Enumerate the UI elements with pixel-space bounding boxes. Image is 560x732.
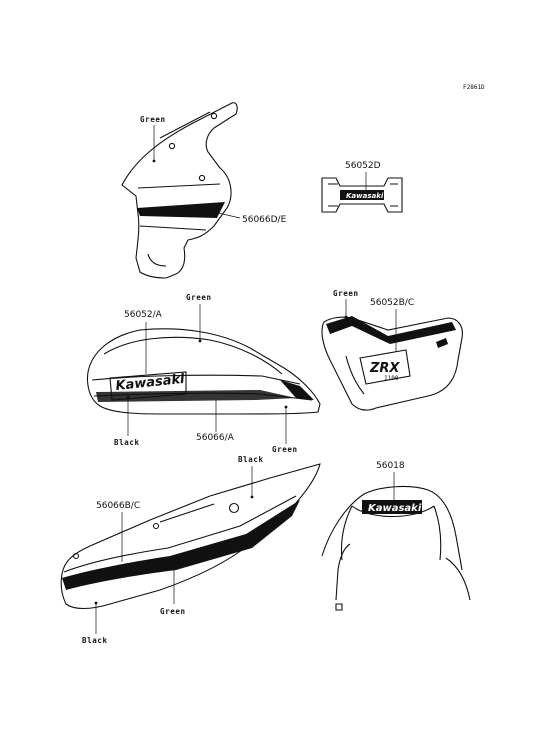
cowl-side-panel [121,102,238,279]
rear-tail: Kawasaki [321,486,471,611]
tank-stripe-part-number: 56066/A [196,433,235,443]
tank-top-color-label: Green [186,293,212,302]
cowl-part-number: 56066D/E [242,215,287,225]
side-cover-color-label: Green [333,289,359,298]
seat-cowl-bottom-color-label: Green [160,607,186,616]
seat-cowl-top-color-label: Black [238,455,264,464]
figure-code: F2861D [463,84,485,91]
top-emblem-text: Kawasaki [346,192,384,200]
seat-cowl-left-color-label: Black [82,636,108,645]
side-cover: ZRX 1100 [321,316,463,411]
cowl-color-label: Green [140,115,166,124]
cowl-black-stripe [137,202,225,218]
rear-emblem-text: Kawasaki [368,503,422,514]
side-cover-model-text: ZRX [369,361,400,376]
top-emblem-part-number: 56052D [345,161,381,171]
tank-right-color-label: Green [272,445,298,454]
tank-emblem-part-number: 56052/A [124,310,163,320]
seat-cowl [60,463,321,610]
rear-emblem-part-number: 56018 [376,461,405,471]
seat-cowl-part-number: 56066B/C [96,501,140,511]
side-cover-sub-text: 1100 [384,375,399,382]
top-emblem: Kawasaki [321,177,403,213]
side-cover-part-number: 56052B/C [370,298,414,308]
tank-emblem-text: Kawasaki [115,372,186,394]
tank-left-color-label: Black [114,438,140,447]
fuel-tank: Kawasaki [86,328,321,415]
